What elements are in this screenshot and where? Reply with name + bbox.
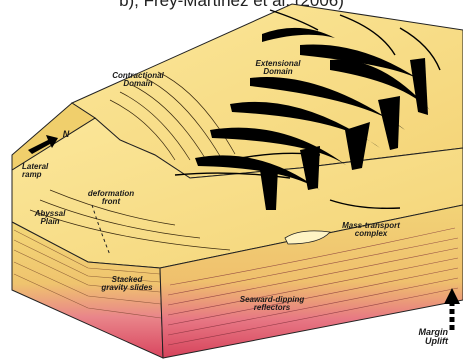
label-mass-transport-complex: Mass-transport complex xyxy=(335,222,407,239)
label-extensional-domain: Extensional Domain xyxy=(248,60,308,77)
label-margin-uplift: Margin Uplift xyxy=(410,328,448,347)
label-stacked-gravity-slides: Stacked gravity slides xyxy=(92,276,162,293)
label-lateral-ramp: Lateral ramp xyxy=(22,163,62,180)
label-contractional-domain: Contractional Domain xyxy=(108,72,168,89)
label-abyssal-plain: Abyssal Plain xyxy=(30,210,70,227)
label-seaward-dipping-reflectors: Seaward-dipping reflectors xyxy=(232,296,312,313)
label-north: N xyxy=(60,130,72,139)
label-deformation-front: deformation front xyxy=(86,190,136,207)
